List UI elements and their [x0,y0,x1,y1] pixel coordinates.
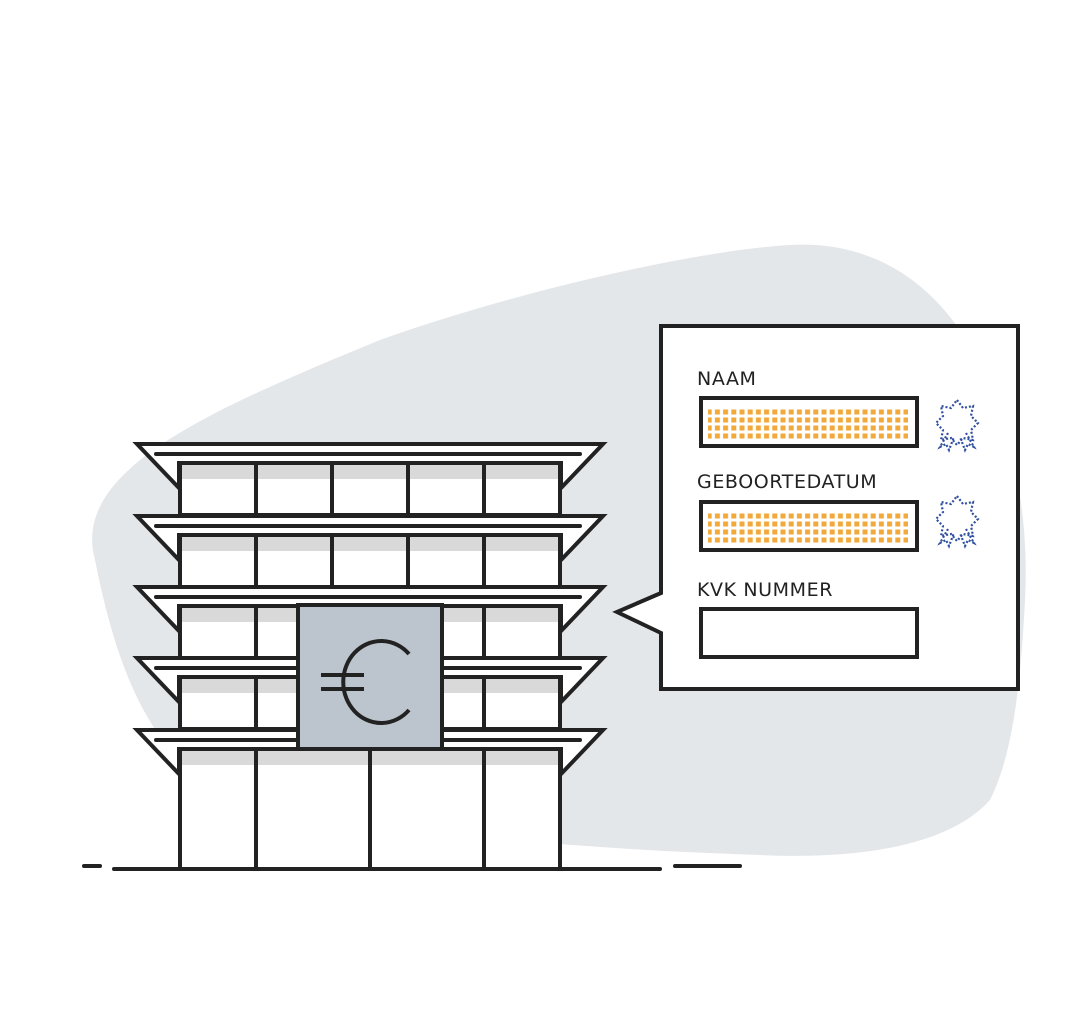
field-label-naam: NAAM [697,368,757,390]
field-label-kvk-nummer: KVK NUMMER [697,579,833,601]
balcony-shadows [182,465,558,765]
office-building [132,442,608,871]
naam-field-redacted-value [708,407,908,439]
geboortedatum-field-redacted-value [708,511,908,543]
euro-icon [321,639,411,725]
kvk-nummer-field[interactable] [699,607,919,659]
verified-badge-icon [934,398,980,453]
verified-badge-icon [934,494,980,549]
field-label-geboortedatum: GEBOORTEDATUM [697,471,877,493]
euro-sign-panel [296,603,444,751]
